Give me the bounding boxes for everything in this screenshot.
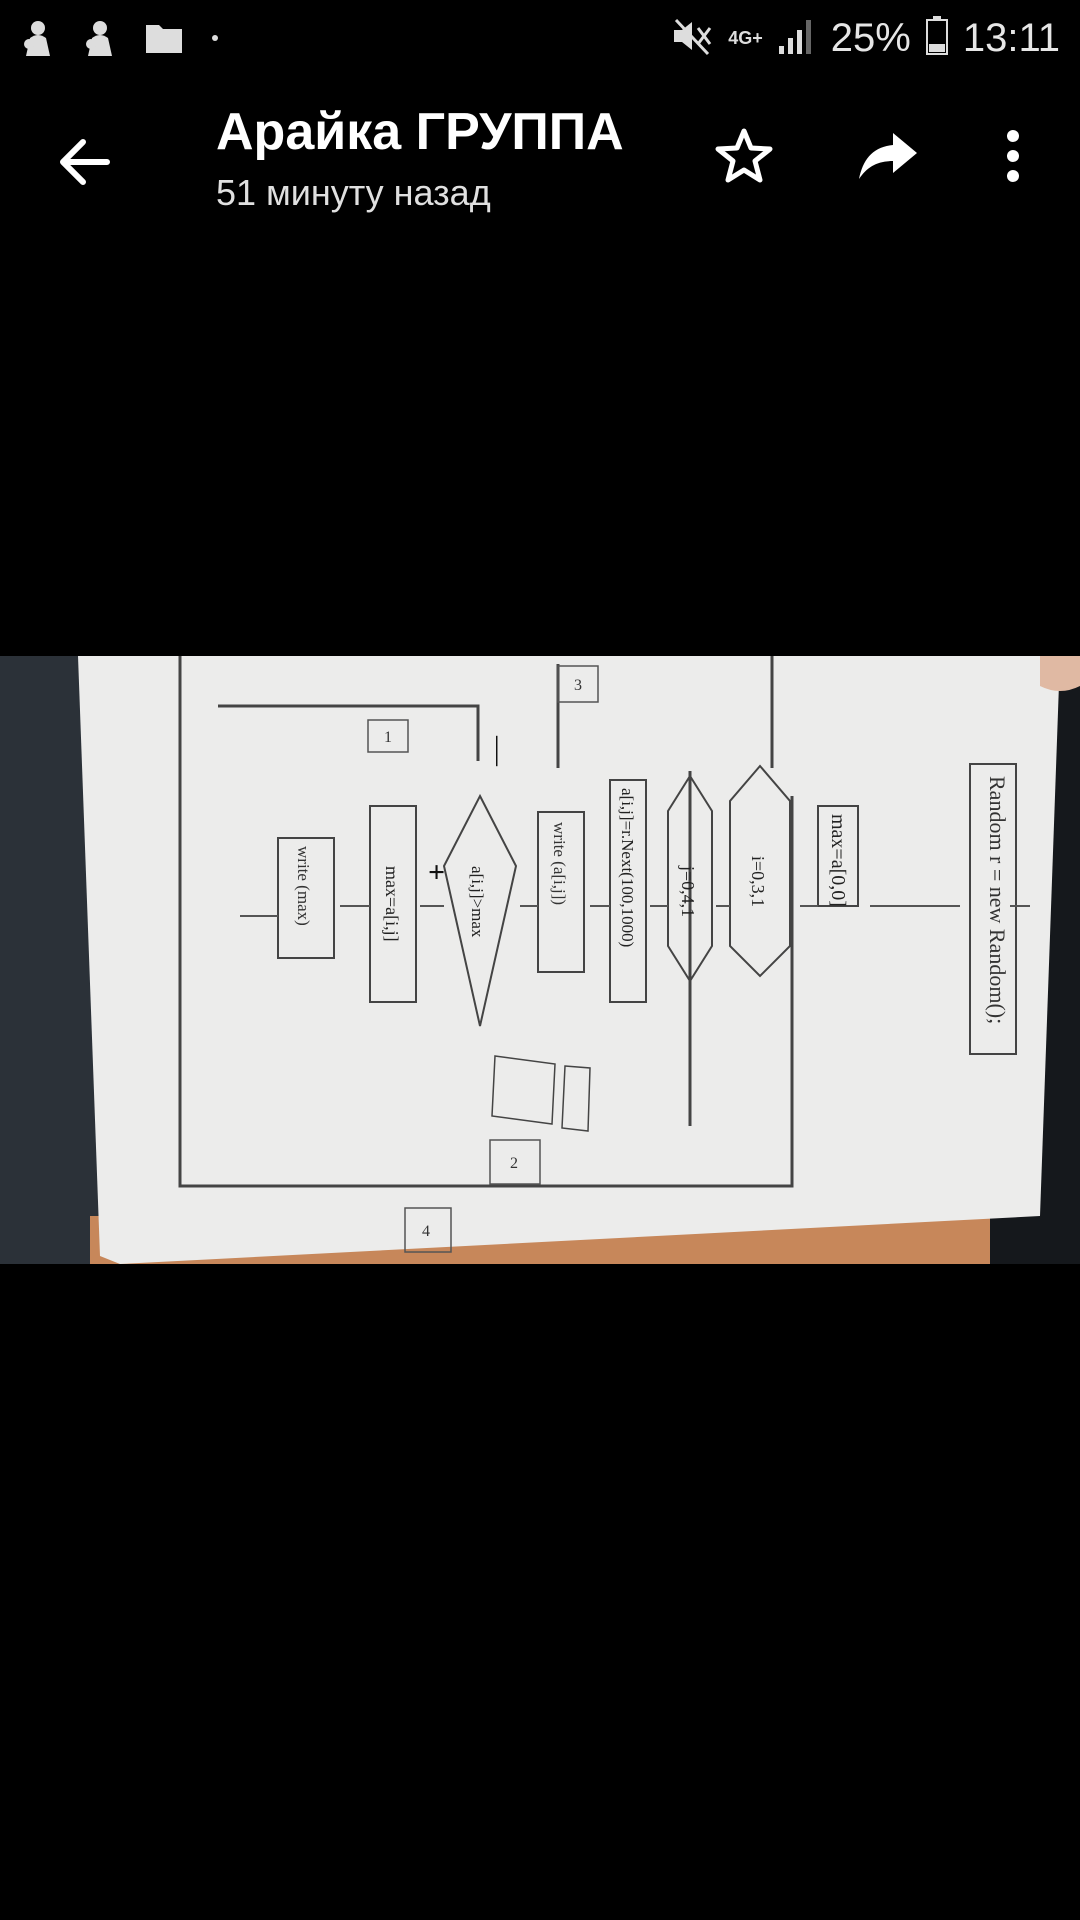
favorite-button[interactable] <box>704 116 784 196</box>
mute-icon <box>670 16 714 61</box>
more-vert-icon <box>1007 130 1019 182</box>
battery-percent: 25% <box>830 15 911 60</box>
network-type: 4G+ <box>728 28 763 48</box>
plus-sign: + <box>428 856 445 889</box>
more-options-button[interactable] <box>980 116 1046 196</box>
paper-sheet <box>78 656 1060 1264</box>
notification-icon <box>20 18 56 58</box>
finger <box>1040 656 1080 691</box>
condition-text: a[i,j]>max <box>468 866 487 938</box>
app-bar: Арайка ГРУППА 51 минуту назад <box>0 76 1080 236</box>
status-bar: 4G+ 25% 13:11 <box>0 0 1080 76</box>
timestamp: 51 минуту назад <box>216 172 491 213</box>
start-box-text: Random r = new Random(); <box>985 776 1010 1024</box>
label-2: 2 <box>510 1155 518 1172</box>
dot-icon <box>210 33 220 43</box>
notification-icon <box>82 18 118 58</box>
clock: 13:11 <box>962 15 1060 60</box>
share-button[interactable] <box>846 116 930 196</box>
label-1: 1 <box>384 729 392 746</box>
max-box-text: max=a[i,j] <box>382 866 402 942</box>
minus-sign: — <box>483 735 516 767</box>
folder-icon <box>144 21 184 55</box>
chat-title: Арайка ГРУППА <box>216 103 624 161</box>
init-box-text: max=a[0,0] <box>827 814 849 907</box>
signal-icon <box>777 16 817 61</box>
star-icon <box>715 128 773 183</box>
label-3: 3 <box>574 677 582 694</box>
label-4: 4 <box>422 1223 430 1240</box>
back-arrow-icon <box>60 139 110 185</box>
share-icon <box>859 133 917 179</box>
flowchart-photo: Random r = new Random(); max=a[0,0] i=0,… <box>0 656 1080 1264</box>
write-box-text: write (a[i,j]) <box>550 822 569 905</box>
assign-box-text: a[i,j]=r.Next(100,1000) <box>618 788 637 947</box>
loop-i-text: i=0,3,1 <box>748 856 768 907</box>
back-button[interactable] <box>44 122 124 202</box>
output-box-text: write (max) <box>294 846 313 926</box>
loop-j-text: j=0,4,1 <box>678 865 698 917</box>
battery-icon <box>925 15 949 61</box>
photo-viewer[interactable]: Random r = new Random(); max=a[0,0] i=0,… <box>0 656 1080 1264</box>
status-bar-left <box>20 18 246 58</box>
status-bar-right: 4G+ 25% 13:11 <box>656 15 1060 61</box>
